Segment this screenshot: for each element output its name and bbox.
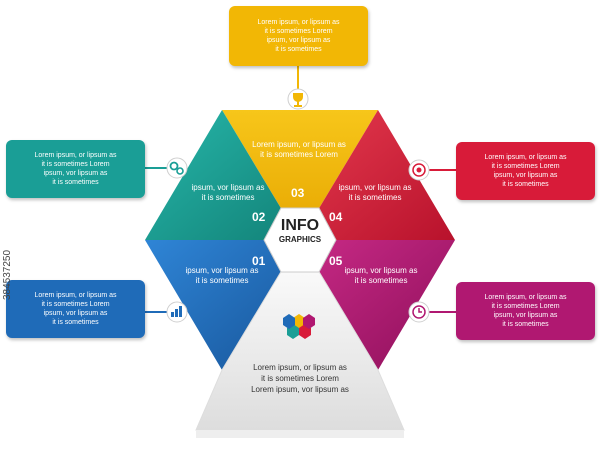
segment-03-number: 03 — [291, 186, 305, 200]
center-hexagon — [263, 207, 337, 273]
hexagons-icon — [283, 314, 315, 339]
segment-02-number: 02 — [252, 210, 266, 224]
segment-04-number: 04 — [329, 210, 343, 224]
callout-box-left-lower: Lorem ipsum, or lipsum as it is sometime… — [6, 280, 145, 338]
callout-box-right-lower: Lorem ipsum, or lipsum as it is sometime… — [456, 282, 595, 340]
segment-01 — [145, 240, 300, 370]
bottom-segment-text: Lorem ipsum, or lipsum as it is sometime… — [251, 363, 349, 394]
callout-right-lower-text: Lorem ipsum, or lipsum as it is sometime… — [484, 294, 567, 328]
bar-chart-icon — [166, 301, 188, 323]
clock-icon — [408, 301, 430, 323]
callout-top-text: Lorem ipsum, or lipsum as it is sometime… — [257, 19, 340, 53]
callout-left-lower-text: Lorem ipsum, or lipsum as it is sometime… — [34, 292, 117, 326]
segment-02 — [145, 110, 300, 240]
pedestal-shadow — [196, 430, 404, 438]
segment-03 — [222, 110, 378, 240]
segment-01-number: 01 — [252, 254, 266, 268]
segment-02-text: ipsum, vor lipsum as it is sometimes — [191, 183, 265, 202]
segment-05-text: ipsum, vor lipsum as it is sometimes — [344, 266, 418, 285]
callout-box-left-upper: Lorem ipsum, or lipsum as it is sometime… — [6, 140, 145, 198]
segment-05-number: 05 — [329, 254, 343, 268]
center-title-sub: GRAPHICS — [278, 235, 322, 244]
segment-04-text: ipsum, vor lipsum as it is sometimes — [338, 183, 412, 202]
callout-box-top: Lorem ipsum, or lipsum as it is sometime… — [229, 6, 368, 66]
callout-left-upper-text: Lorem ipsum, or lipsum as it is sometime… — [34, 152, 117, 186]
trophy-icon — [287, 88, 309, 110]
center-title-main: INFO — [280, 217, 320, 234]
segment-05 — [300, 240, 455, 370]
segment-04 — [300, 110, 455, 240]
callout-right-upper-text: Lorem ipsum, or lipsum as it is sometime… — [484, 154, 567, 188]
stock-id-label: 384537250 — [2, 249, 13, 300]
gears-icon — [166, 157, 188, 179]
center-title: INFO GRAPHICS — [271, 217, 329, 245]
target-icon — [408, 159, 430, 181]
segment-01-text: ipsum, vor lipsum as it is sometimes — [185, 266, 259, 285]
segment-03-text: Lorem ipsum, or lipsum as it is sometime… — [252, 140, 346, 159]
callout-box-right-upper: Lorem ipsum, or lipsum as it is sometime… — [456, 142, 595, 200]
